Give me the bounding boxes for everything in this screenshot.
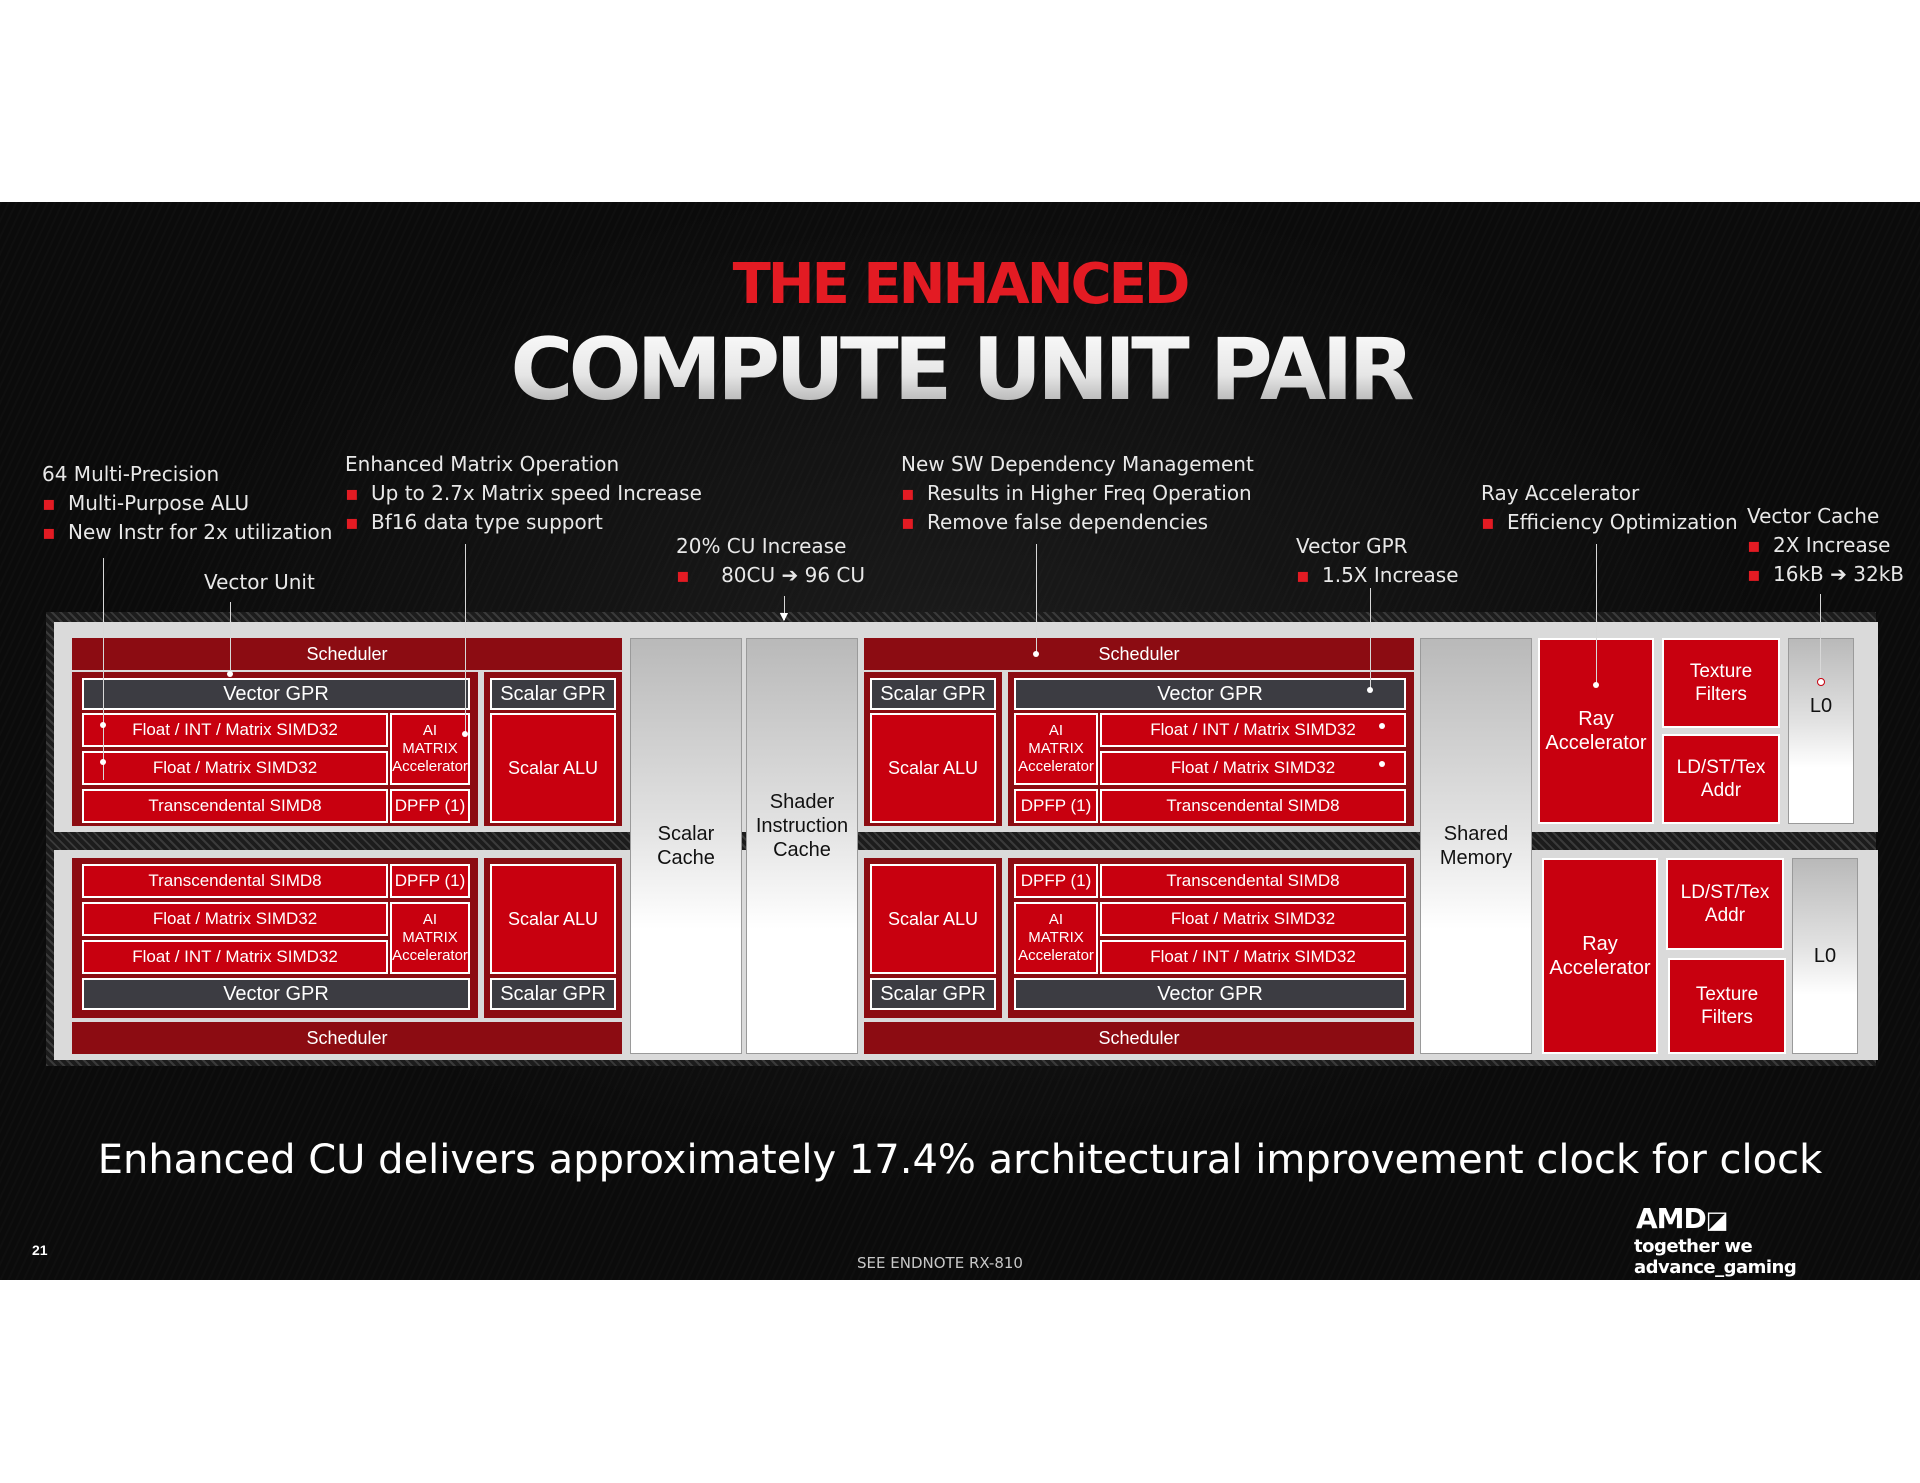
leader-line (1036, 544, 1037, 654)
vector-gpr-block: Vector GPR (1014, 678, 1406, 710)
float-int-matrix-simd32-block: Float / INT / Matrix SIMD32 (1100, 713, 1406, 747)
vector-gpr-block: Vector GPR (1014, 978, 1406, 1010)
scheduler-right-bottom: Scheduler (864, 1022, 1414, 1054)
page-number: 21 (32, 1242, 48, 1258)
scalar-gpr-block: Scalar GPR (870, 978, 996, 1010)
cu-pair-diagram: Scheduler Vector GPR Float / INT / Matri… (46, 612, 1878, 1066)
dpfp-block: DPFP (1) (390, 864, 470, 898)
scheduler-right-top: Scheduler (864, 638, 1414, 670)
float-matrix-simd32-block: Float / Matrix SIMD32 (1100, 751, 1406, 785)
leader-dot (1817, 678, 1825, 686)
scalar-alu-block: Scalar ALU (490, 713, 616, 823)
dpfp-block: DPFP (1) (1014, 789, 1098, 823)
transcendental-simd8-block: Transcendental SIMD8 (82, 789, 388, 823)
leader-dot (462, 731, 468, 737)
leader-line (1596, 544, 1597, 684)
float-int-matrix-simd32-block: Float / INT / Matrix SIMD32 (1100, 940, 1406, 974)
annotation-ray-accelerator: Ray Accelerator ▪Efficiency Optimization (1481, 481, 1738, 534)
leader-line (103, 558, 104, 780)
dpfp-block: DPFP (1) (390, 789, 470, 823)
transcendental-simd8-block: Transcendental SIMD8 (82, 864, 388, 898)
leader-line (1820, 594, 1821, 682)
scalar-alu-block: Scalar ALU (490, 864, 616, 974)
float-int-matrix-simd32-block: Float / INT / Matrix SIMD32 (82, 713, 388, 747)
title-line-1: THE ENHANCED (732, 252, 1191, 317)
annotation-vector-unit: Vector Unit (204, 570, 315, 594)
transcendental-simd8-block: Transcendental SIMD8 (1100, 864, 1406, 898)
leader-dot (1379, 761, 1385, 767)
leader-line (465, 544, 466, 734)
arrow-right-icon: ➔ (781, 563, 799, 587)
annotation-matrix: Enhanced Matrix Operation ▪Up to 2.7x Ma… (345, 452, 702, 534)
leader-dot (1033, 651, 1039, 657)
scheduler-left-bottom: Scheduler (72, 1022, 622, 1054)
endnote: SEE ENDNOTE RX-810 (857, 1254, 1023, 1272)
vector-gpr-block: Vector GPR (82, 978, 470, 1010)
scalar-alu-block: Scalar ALU (870, 713, 996, 823)
leader-dot (100, 759, 106, 765)
leader-dot (1367, 687, 1373, 693)
annotation-cu-increase: 20% CU Increase ▪ 80CU ➔ 96 CU (676, 534, 866, 587)
float-matrix-simd32-block: Float / Matrix SIMD32 (1100, 902, 1406, 936)
slide: THE ENHANCED COMPUTE UNIT PAIR 64 Multi-… (0, 202, 1920, 1280)
transcendental-simd8-block: Transcendental SIMD8 (1100, 789, 1406, 823)
float-matrix-simd32-block: Float / Matrix SIMD32 (82, 751, 388, 785)
annotation-sw-dependency: New SW Dependency Management ▪Results in… (901, 452, 1254, 534)
scalar-alu-block: Scalar ALU (870, 864, 996, 974)
l0-cache-block: L0 (1792, 858, 1858, 1054)
tagline: Enhanced CU delivers approximately 17.4%… (97, 1137, 1823, 1183)
scalar-gpr-block: Scalar GPR (490, 978, 616, 1010)
float-int-matrix-simd32-block: Float / INT / Matrix SIMD32 (82, 940, 388, 974)
dpfp-block: DPFP (1) (1014, 864, 1098, 898)
leader-dot (1379, 723, 1385, 729)
vector-gpr-block: Vector GPR (82, 678, 470, 710)
leader-line (230, 602, 231, 674)
l0-cache-block: L0 (1788, 638, 1854, 824)
arrow-right-icon: ➔ (1830, 562, 1847, 586)
leader-line (784, 596, 785, 620)
leader-dot (227, 671, 233, 677)
title-line-2: COMPUTE UNIT PAIR (0, 320, 1920, 420)
slogan: together we advance_gaming (1634, 1236, 1797, 1278)
scheduler-left-top: Scheduler (72, 638, 622, 670)
float-matrix-simd32-block: Float / Matrix SIMD32 (82, 902, 388, 936)
scalar-gpr-block: Scalar GPR (490, 678, 616, 710)
leader-dot (1593, 682, 1599, 688)
leader-dot (100, 722, 106, 728)
amd-arrow-icon: ◪ (1705, 1206, 1729, 1234)
arrow-down-icon: ▼ (777, 608, 791, 624)
amd-logo: AMD◪ (1636, 1202, 1729, 1235)
annotation-vector-gpr: Vector GPR ▪1.5X Increase (1296, 534, 1459, 587)
annotation-multi-precision: 64 Multi-Precision ▪Multi-Purpose ALU ▪N… (42, 462, 333, 544)
annotation-vector-cache: Vector Cache ▪2X Increase ▪16kB ➔ 32kB (1747, 504, 1905, 586)
scalar-gpr-block: Scalar GPR (870, 678, 996, 710)
leader-line (1370, 588, 1371, 690)
